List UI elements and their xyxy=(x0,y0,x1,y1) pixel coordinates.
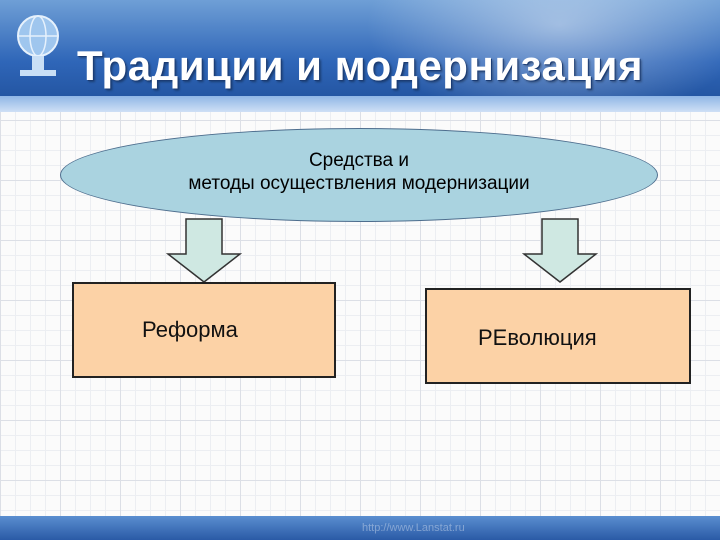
header-banner xyxy=(0,0,720,112)
globe-logo-icon xyxy=(17,15,59,76)
revolution-label: РЕволюция xyxy=(478,325,597,350)
reform-box xyxy=(72,282,336,378)
top-node-ellipse xyxy=(60,128,658,222)
header-band xyxy=(0,96,720,112)
top-node-line-2: методы осуществления модернизации xyxy=(188,173,530,194)
top-node-line-1: Средства и xyxy=(308,150,410,171)
top-node-text: Средства и методы осуществления модерниз… xyxy=(60,149,658,195)
footer-watermark: http://www.Lanstat.ru xyxy=(362,522,465,534)
slide-title: Традиции и модернизация xyxy=(77,42,643,89)
left-down-arrow xyxy=(166,218,242,283)
footer-bar xyxy=(0,516,720,540)
reform-label: Реформа xyxy=(142,317,238,342)
right-down-arrow xyxy=(522,218,598,283)
header-glow xyxy=(350,0,720,112)
revolution-box xyxy=(425,288,691,384)
